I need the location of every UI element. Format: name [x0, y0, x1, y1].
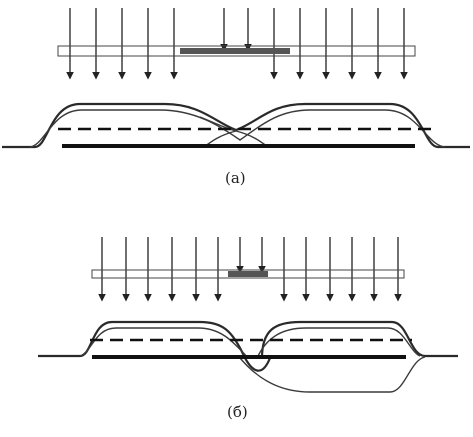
panel-a: (a) [2, 8, 470, 187]
exposure-arrows-b [98, 237, 402, 302]
profile-a [2, 102, 470, 149]
exposure-arrows-a [66, 8, 408, 80]
mask-plate-b [91, 269, 405, 279]
mask-absorber-a [180, 48, 290, 54]
mask-plate-a [57, 45, 416, 57]
mask-absorber-b [228, 271, 268, 277]
panel-label-b: (б) [227, 403, 248, 421]
profile-b [38, 320, 458, 393]
panel-label-a: (a) [225, 169, 246, 187]
panel-b: (б) [38, 237, 458, 421]
